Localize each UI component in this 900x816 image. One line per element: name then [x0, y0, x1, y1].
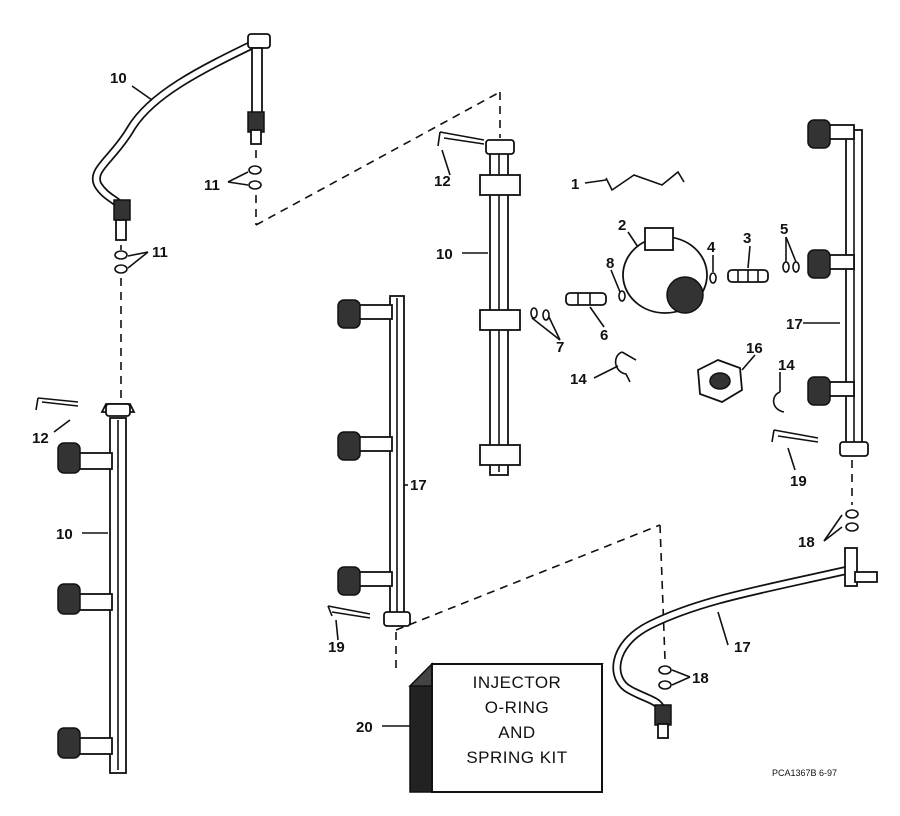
callout-6: 6 [600, 327, 608, 344]
callout-12-center: 12 [434, 173, 451, 190]
callout-17-hose: 17 [734, 639, 751, 656]
callout-18-upper: 18 [798, 534, 815, 551]
callout-10-center: 10 [436, 246, 453, 263]
callout-17-right: 17 [786, 316, 803, 333]
callout-11-left: 11 [152, 244, 168, 261]
callout-18-lower: 18 [692, 670, 709, 687]
callout-20: 20 [356, 719, 373, 736]
callout-4: 4 [707, 239, 716, 256]
callout-19-right: 19 [790, 473, 807, 490]
callout-2: 2 [618, 217, 626, 234]
callout-5: 5 [780, 221, 788, 238]
leader-lines [53, 85, 843, 727]
fuel-rail-10-left [35, 397, 136, 774]
kit-line-3: AND [498, 723, 535, 742]
callout-7: 7 [556, 339, 564, 356]
callout-11-top: 11 [204, 177, 220, 194]
drawing-code: PCA1367B 6-97 [772, 768, 837, 778]
fuel-rail-17-middle [327, 295, 411, 627]
fuel-hose-top-left [91, 33, 271, 241]
callout-14-right: 14 [778, 357, 795, 374]
callout-8: 8 [606, 255, 614, 272]
callout-14-center: 14 [570, 371, 587, 388]
callout-10-top: 10 [110, 70, 127, 87]
kit-line-2: O-RING [485, 698, 549, 717]
pressure-regulator-parts [530, 170, 800, 413]
fuel-rail-17-right [771, 119, 869, 457]
injector-kit-box: INJECTOR O-RING AND SPRING KIT [408, 662, 604, 793]
fuel-rail-10-center [437, 131, 521, 476]
callout-1: 1 [571, 176, 579, 193]
callout-10-left: 10 [56, 526, 73, 543]
kit-line-4: SPRING KIT [466, 748, 567, 767]
callout-19-middle: 19 [328, 639, 345, 656]
callout-17-middle: 17 [410, 477, 427, 494]
callout-3: 3 [743, 230, 751, 247]
callout-12-left: 12 [32, 430, 49, 447]
kit-line-1: INJECTOR [473, 673, 562, 692]
alignment-dashes [120, 91, 853, 670]
o-rings-11-top [114, 165, 262, 274]
callout-labels: 10 11 11 12 10 12 10 1 2 3 4 5 8 6 7 14 … [32, 70, 815, 736]
fuel-hose-bottom-right [612, 509, 878, 739]
callout-16: 16 [746, 340, 763, 357]
